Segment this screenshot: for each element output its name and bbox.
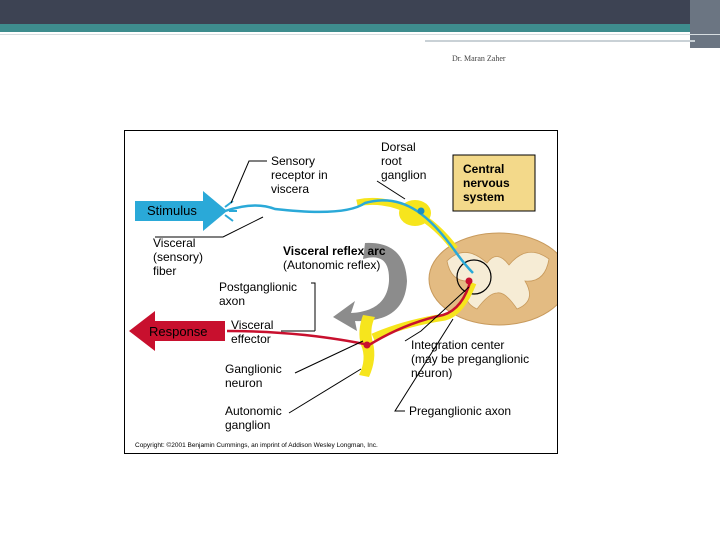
leader-lines — [155, 160, 470, 414]
divider-line — [0, 34, 720, 35]
stimulus-label: Stimulus — [147, 203, 197, 218]
ganglionic-neuron-label: Ganglionic neuron — [225, 362, 285, 390]
copyright-text: Copyright: ©2001 Benjamin Cummings, an i… — [135, 441, 378, 449]
response-arrow: Response — [129, 311, 225, 351]
postganglionic-label: Postganglionic axon — [219, 280, 300, 308]
preganglionic-neuron — [368, 278, 473, 347]
reflex-direction-arrow — [333, 242, 407, 331]
integration-circle — [456, 259, 492, 295]
cns-label: Central nervous system — [463, 162, 513, 204]
response-label: Response — [149, 324, 208, 339]
ganglionic-cell-body — [363, 341, 371, 349]
title-bar — [0, 0, 720, 24]
corner-accent — [690, 0, 720, 48]
arc-title: Visceral reflex arc — [283, 244, 386, 258]
autonomic-ganglion-label: Autonomic ganglion — [225, 404, 285, 432]
preganglionic-cell-body — [465, 277, 473, 285]
postganglionic-neuron — [226, 329, 370, 347]
sensory-receptor-label: Sensory receptor in viscera — [271, 154, 331, 196]
ventral-root-band — [371, 281, 477, 341]
stimulus-arrow: Stimulus — [135, 191, 227, 231]
divider-line-short — [425, 40, 695, 42]
dorsal-root-label: Dorsal root ganglion — [381, 140, 426, 182]
visceral-effector-label: Visceral effector — [231, 318, 277, 346]
spinal-cord — [428, 232, 557, 326]
sensory-neuron — [224, 199, 474, 274]
preganglionic-axon-label: Preganglionic axon — [409, 404, 511, 418]
sensory-cell-body — [417, 207, 425, 215]
visceral-fiber-label: Visceral (sensory) fiber — [153, 236, 206, 278]
accent-band — [0, 24, 720, 32]
author-credit: Dr. Maran Zaher — [452, 54, 506, 63]
integration-center-label: Integration center (may be preganglionic… — [411, 338, 532, 380]
cns-box — [452, 154, 536, 212]
reflex-arc-diagram: Stimulus Response Central nervous system — [129, 140, 557, 449]
arc-subtitle: (Autonomic reflex) — [283, 258, 380, 272]
reflex-arc-figure: Stimulus Response Central nervous system — [124, 130, 558, 454]
